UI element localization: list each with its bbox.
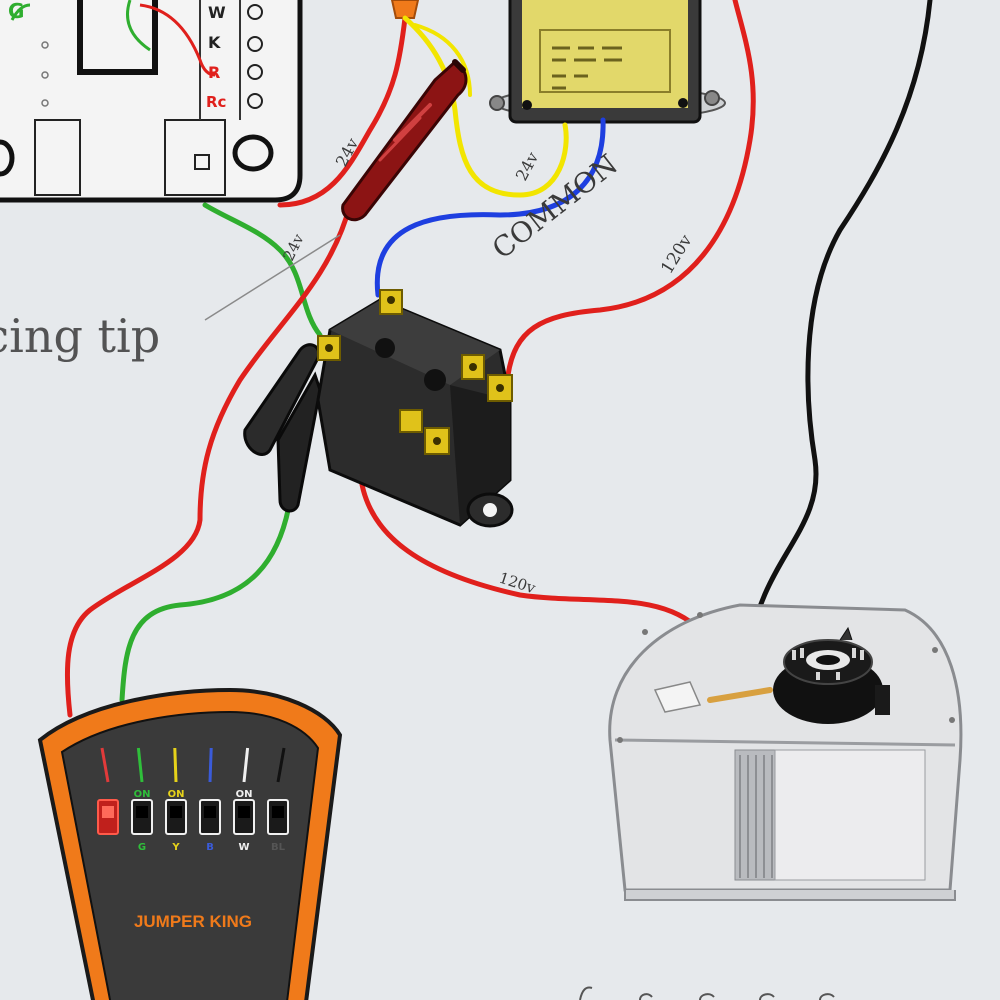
jumper-brand-label: JUMPER KING [134,912,252,931]
yellow-wire-24v [402,15,569,198]
blower-assembly [608,603,963,901]
jumper-switch-color-label-5: BL [271,842,286,853]
jumper-switch-knob-5 [272,806,284,818]
fan-relay [316,289,514,528]
jumper-switch-knob-4 [238,806,250,818]
thermostat-small-square [194,154,210,170]
jumper-switch-on-label-2: ON [168,789,185,800]
jumper-switch-color-label-1: G [138,842,146,853]
jumper-switch-color-label-4: W [238,842,249,853]
red-wire-24v-thermostat [277,15,408,208]
piercing-tip-leader [204,234,341,321]
green-wire-jumper [119,497,293,703]
terminal-label-k: K [208,33,221,52]
jumper-switch-knob-3 [204,806,216,818]
thermostat-mount-hole-left [0,139,15,177]
jumper-switch-color-label-3: B [206,842,214,853]
jumper-switch-on-label-4: ON [236,789,253,800]
jumper-switch-lead-5 [276,747,286,783]
jumper-switch-color-label-2: Y [171,842,180,853]
jumper-switch-knob-1 [136,806,148,818]
transformer-label-panel [522,0,688,108]
terminal-label-w: W [208,3,226,22]
wire-nut [390,0,420,19]
piercing-probe-top [341,59,468,222]
thermostat-mount-hole-right [232,134,274,172]
transformer [489,0,726,124]
jumper-switch-knob-2 [170,806,182,818]
terminal-label-rc: Rc [206,93,226,111]
jumper-switch-1[interactable]: ON G [131,747,153,853]
motor-vents [792,648,864,680]
green-wire-thermostat-relay [202,202,323,338]
relay-terminal-bottom-a [399,409,423,433]
thermostat-green-stub [126,0,151,52]
label-piercing-tip: piercing tip [0,309,160,363]
jumper-switch-on-label-1: ON [134,789,151,800]
jumper-switch-3[interactable]: B [199,747,221,853]
thermostat-cutout [77,0,158,75]
blower-wheel-slats [739,755,773,878]
jumper-switch-lead-2 [173,747,178,783]
jumper-switch-lead-0 [100,747,110,783]
jumper-switch-4[interactable]: ON W [233,747,255,853]
jumper-switch-0[interactable] [97,747,119,835]
blue-wire-common [374,117,606,298]
jumper-switch-knob-0 [102,806,114,818]
jumper-king-device [37,687,343,1000]
jumper-switch-5[interactable]: BL [267,747,289,853]
terminal-label-r: R [208,63,220,82]
red-wire-120v-relay [505,0,756,378]
jumper-switch-group: ON G ON Y B ON W BL [97,747,289,853]
red-wire-jumper [64,202,353,718]
thermostat-base [0,0,303,203]
jumper-switch-2[interactable]: ON Y [165,747,187,853]
thermostat-red-stub [139,3,216,77]
jumper-panel [60,710,320,1000]
jumper-switch-lead-3 [208,747,213,783]
jumper-switch-lead-4 [242,747,250,783]
jumper-switch-lead-1 [136,747,144,783]
bottom-caption-fragment [579,986,835,1000]
